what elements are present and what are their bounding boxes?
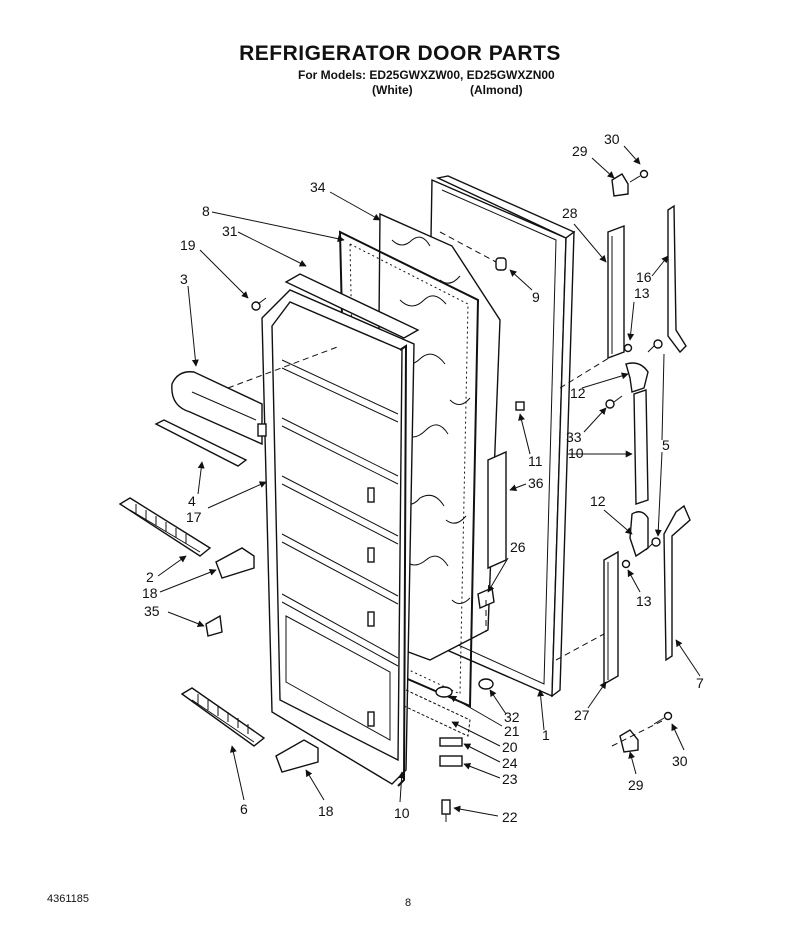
variant-white: (White) [372,83,413,97]
bracket-26 [477,586,495,610]
dairy-hinge-bar [154,419,248,467]
variant-almond: (Almond) [470,83,523,97]
callout-34: 34 [310,179,326,195]
callout-1: 1 [542,727,550,743]
callout-21: 21 [504,723,520,739]
handle-lower [603,550,619,686]
callout-30-bottom: 30 [672,753,688,769]
trim-strip-lower [663,504,691,662]
top-trim-strip [284,273,420,339]
handle-upper [607,224,625,360]
shelf-rail-upper [118,497,212,557]
rail-end-cap-lower [275,739,319,773]
callout-12-bottom: 12 [590,493,606,509]
handle-mount-bottom [619,711,673,753]
callout-8: 8 [202,203,210,219]
callout-31: 31 [222,223,238,239]
models-line: For Models: ED25GWXZW00, ED25GWXZN00 [298,68,555,82]
doc-number: 4361185 [47,893,90,905]
lower-hinge-assembly [403,678,494,822]
callout-36: 36 [528,475,544,491]
handle-mount-top [611,169,649,197]
callout-12-top: 12 [570,385,586,401]
callout-10-right: 10 [568,445,584,461]
callout-33: 33 [566,429,582,445]
clip [205,614,223,637]
callout-13-top: 13 [634,285,650,301]
callout-2: 2 [146,569,154,585]
callout-26: 26 [510,539,526,555]
callout-16: 16 [636,269,652,285]
callout-18-bottom: 18 [318,803,334,819]
plug-button [439,231,507,271]
screw-19 [251,297,267,311]
rail-end-cap-upper [215,547,255,579]
callout-29-top: 29 [572,143,588,159]
callout-23: 23 [502,771,518,787]
callout-27: 27 [574,707,590,723]
page-title: REFRIGERATOR DOOR PARTS [239,42,561,65]
handle-end-cap-lower [629,511,649,558]
trim-strip-upper [667,204,687,354]
callout-30-top: 30 [604,131,620,147]
callout-4: 4 [188,493,196,509]
handle-spacer [633,389,649,505]
callout-9: 9 [532,289,540,305]
shelf-rail-lower [180,687,266,747]
wire-clip [515,401,525,411]
handle-end-cap-upper [625,362,649,393]
callout-5: 5 [662,437,670,453]
callout-17: 17 [186,509,202,525]
callout-24: 24 [502,755,518,771]
callout-29-bottom: 29 [628,777,644,793]
callout-labels: 30 29 34 8 31 19 3 28 16 13 9 12 33 5 10… [142,131,704,825]
callout-10-bottom: 10 [394,805,410,821]
callout-22: 22 [502,809,518,825]
screws-handle [605,339,663,569]
callout-18-left: 18 [142,585,158,601]
callout-3: 3 [180,271,188,287]
callout-19: 19 [180,237,196,253]
callout-13-bottom: 13 [636,593,652,609]
leader-lines [157,145,701,817]
callout-6: 6 [240,801,248,817]
dairy-door [171,371,267,446]
inner-door-liner [261,289,415,785]
screw-22 [441,799,451,822]
callout-28: 28 [562,205,578,221]
door-handle-insert [487,450,507,570]
page-number: 8 [405,897,412,909]
callout-11: 11 [528,453,543,469]
callout-32: 32 [504,709,520,725]
callout-35: 35 [144,603,160,619]
callout-20: 20 [502,739,518,755]
callout-7: 7 [696,675,704,691]
